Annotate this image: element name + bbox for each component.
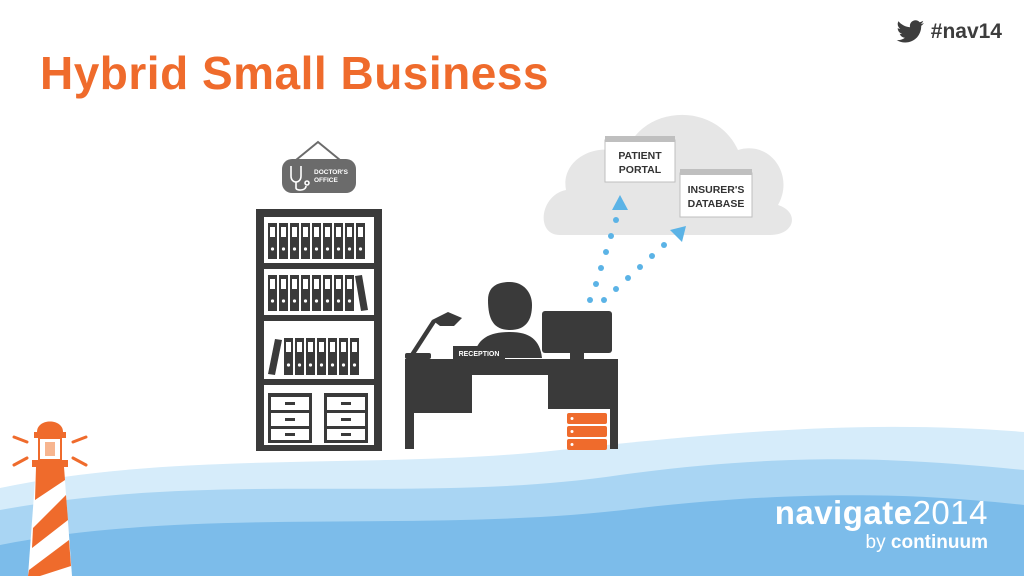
stethoscope-icon xyxy=(290,166,310,191)
brand-year: 2014 xyxy=(912,494,988,531)
arrow-head-insurer-database-icon xyxy=(670,226,686,242)
slide-title: Hybrid Small Business xyxy=(40,47,549,99)
filing-cabinets xyxy=(268,393,368,443)
reception-desk xyxy=(405,359,618,449)
brand-name-main: navigate xyxy=(774,494,913,531)
local-server-icon xyxy=(567,413,607,450)
insurer-database-line1: INSURER'S xyxy=(688,184,745,196)
hashtag-text: #nav14 xyxy=(930,20,1002,43)
wave-background xyxy=(0,426,1024,576)
patient-portal-line2: PORTAL xyxy=(619,164,662,176)
sync-arrows xyxy=(587,195,686,303)
insurer-database-line2: DATABASE xyxy=(688,198,745,210)
reception-nameplate: RECEPTION xyxy=(453,346,505,360)
reception-label: RECEPTION xyxy=(459,351,500,358)
brand-name: navigate2014 xyxy=(775,496,988,530)
sign-line2: OFFICE xyxy=(314,177,338,184)
lighthouse-icon xyxy=(12,421,88,576)
brand-by: by xyxy=(865,532,886,553)
patient-portal-window: PATIENT PORTAL xyxy=(604,136,676,183)
insurer-database-window: INSURER'S DATABASE xyxy=(679,169,753,218)
navigate-2014-logo: navigate2014 by continuum xyxy=(775,496,988,554)
sign-line1: DOCTOR'S xyxy=(314,169,349,176)
doctors-office-sign: DOCTOR'S OFFICE xyxy=(282,140,356,193)
twitter-hashtag: #nav14 xyxy=(895,20,1002,44)
brand-byline: by continuum xyxy=(775,532,988,554)
desk-lamp-icon xyxy=(405,312,462,359)
arrow-head-patient-portal-icon xyxy=(612,195,628,210)
brand-company: continuum xyxy=(890,532,988,553)
computer-monitor-icon xyxy=(542,311,612,359)
binders-row-1 xyxy=(268,223,365,259)
binder-rings xyxy=(270,227,363,367)
patient-portal-line1: PATIENT xyxy=(618,150,662,162)
bookshelf xyxy=(256,209,382,451)
twitter-bird-icon xyxy=(896,20,924,43)
binders-row-3 xyxy=(268,338,359,375)
receptionist xyxy=(474,282,542,358)
binders-row-2 xyxy=(268,275,368,311)
